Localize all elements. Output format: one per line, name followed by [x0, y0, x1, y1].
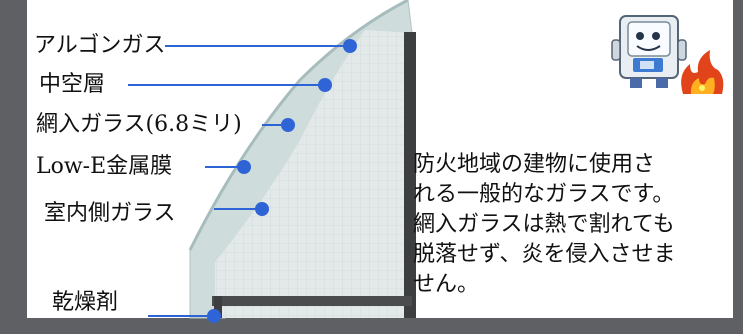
label-hollow-layer: 中空層 — [39, 72, 106, 97]
spacer-frame-bottom — [212, 296, 412, 306]
label-argon-gas: アルゴンガス — [34, 33, 166, 58]
label-indoor-glass: 室内側ガラス — [44, 201, 176, 226]
description-line: 脱落せず、炎を侵入させま — [413, 242, 676, 267]
leader-dot-lowe — [237, 160, 251, 174]
description-line: れる一般的なガラスです。 — [413, 182, 675, 207]
label-desiccant: 乾燥剤 — [52, 290, 119, 315]
frame-border-left — [0, 0, 27, 334]
description-line: 防火地域の建物に使用さ — [413, 152, 656, 177]
leader-dot-argon — [343, 39, 357, 53]
spacer-frame-right — [404, 32, 416, 318]
window-mascot-icon — [611, 15, 687, 88]
leader-dot-desiccant — [207, 309, 221, 323]
spacer-frame-left — [214, 296, 222, 318]
description-line: 網入ガラスは熱で割れても — [413, 212, 675, 237]
description-text: 防火地域の建物に使用さ れる一般的なガラスです。 網入ガラスは熱で割れても 脱落… — [413, 150, 743, 300]
leader-lines — [128, 39, 357, 323]
frame-border-bottom — [0, 318, 743, 334]
label-wired-glass: 網入ガラス(6.8ミリ) — [36, 112, 242, 137]
leader-dot-indoor — [255, 202, 269, 216]
label-low-e-film: Low-E金属膜 — [36, 154, 173, 179]
leader-dot-wired — [281, 118, 295, 132]
description-line: せん。 — [413, 272, 480, 297]
wire-mesh — [215, 30, 412, 318]
fire-icon — [681, 50, 724, 94]
leader-dot-hollow — [318, 78, 332, 92]
frame-border-right — [733, 0, 743, 334]
glass-unit — [188, 0, 416, 319]
